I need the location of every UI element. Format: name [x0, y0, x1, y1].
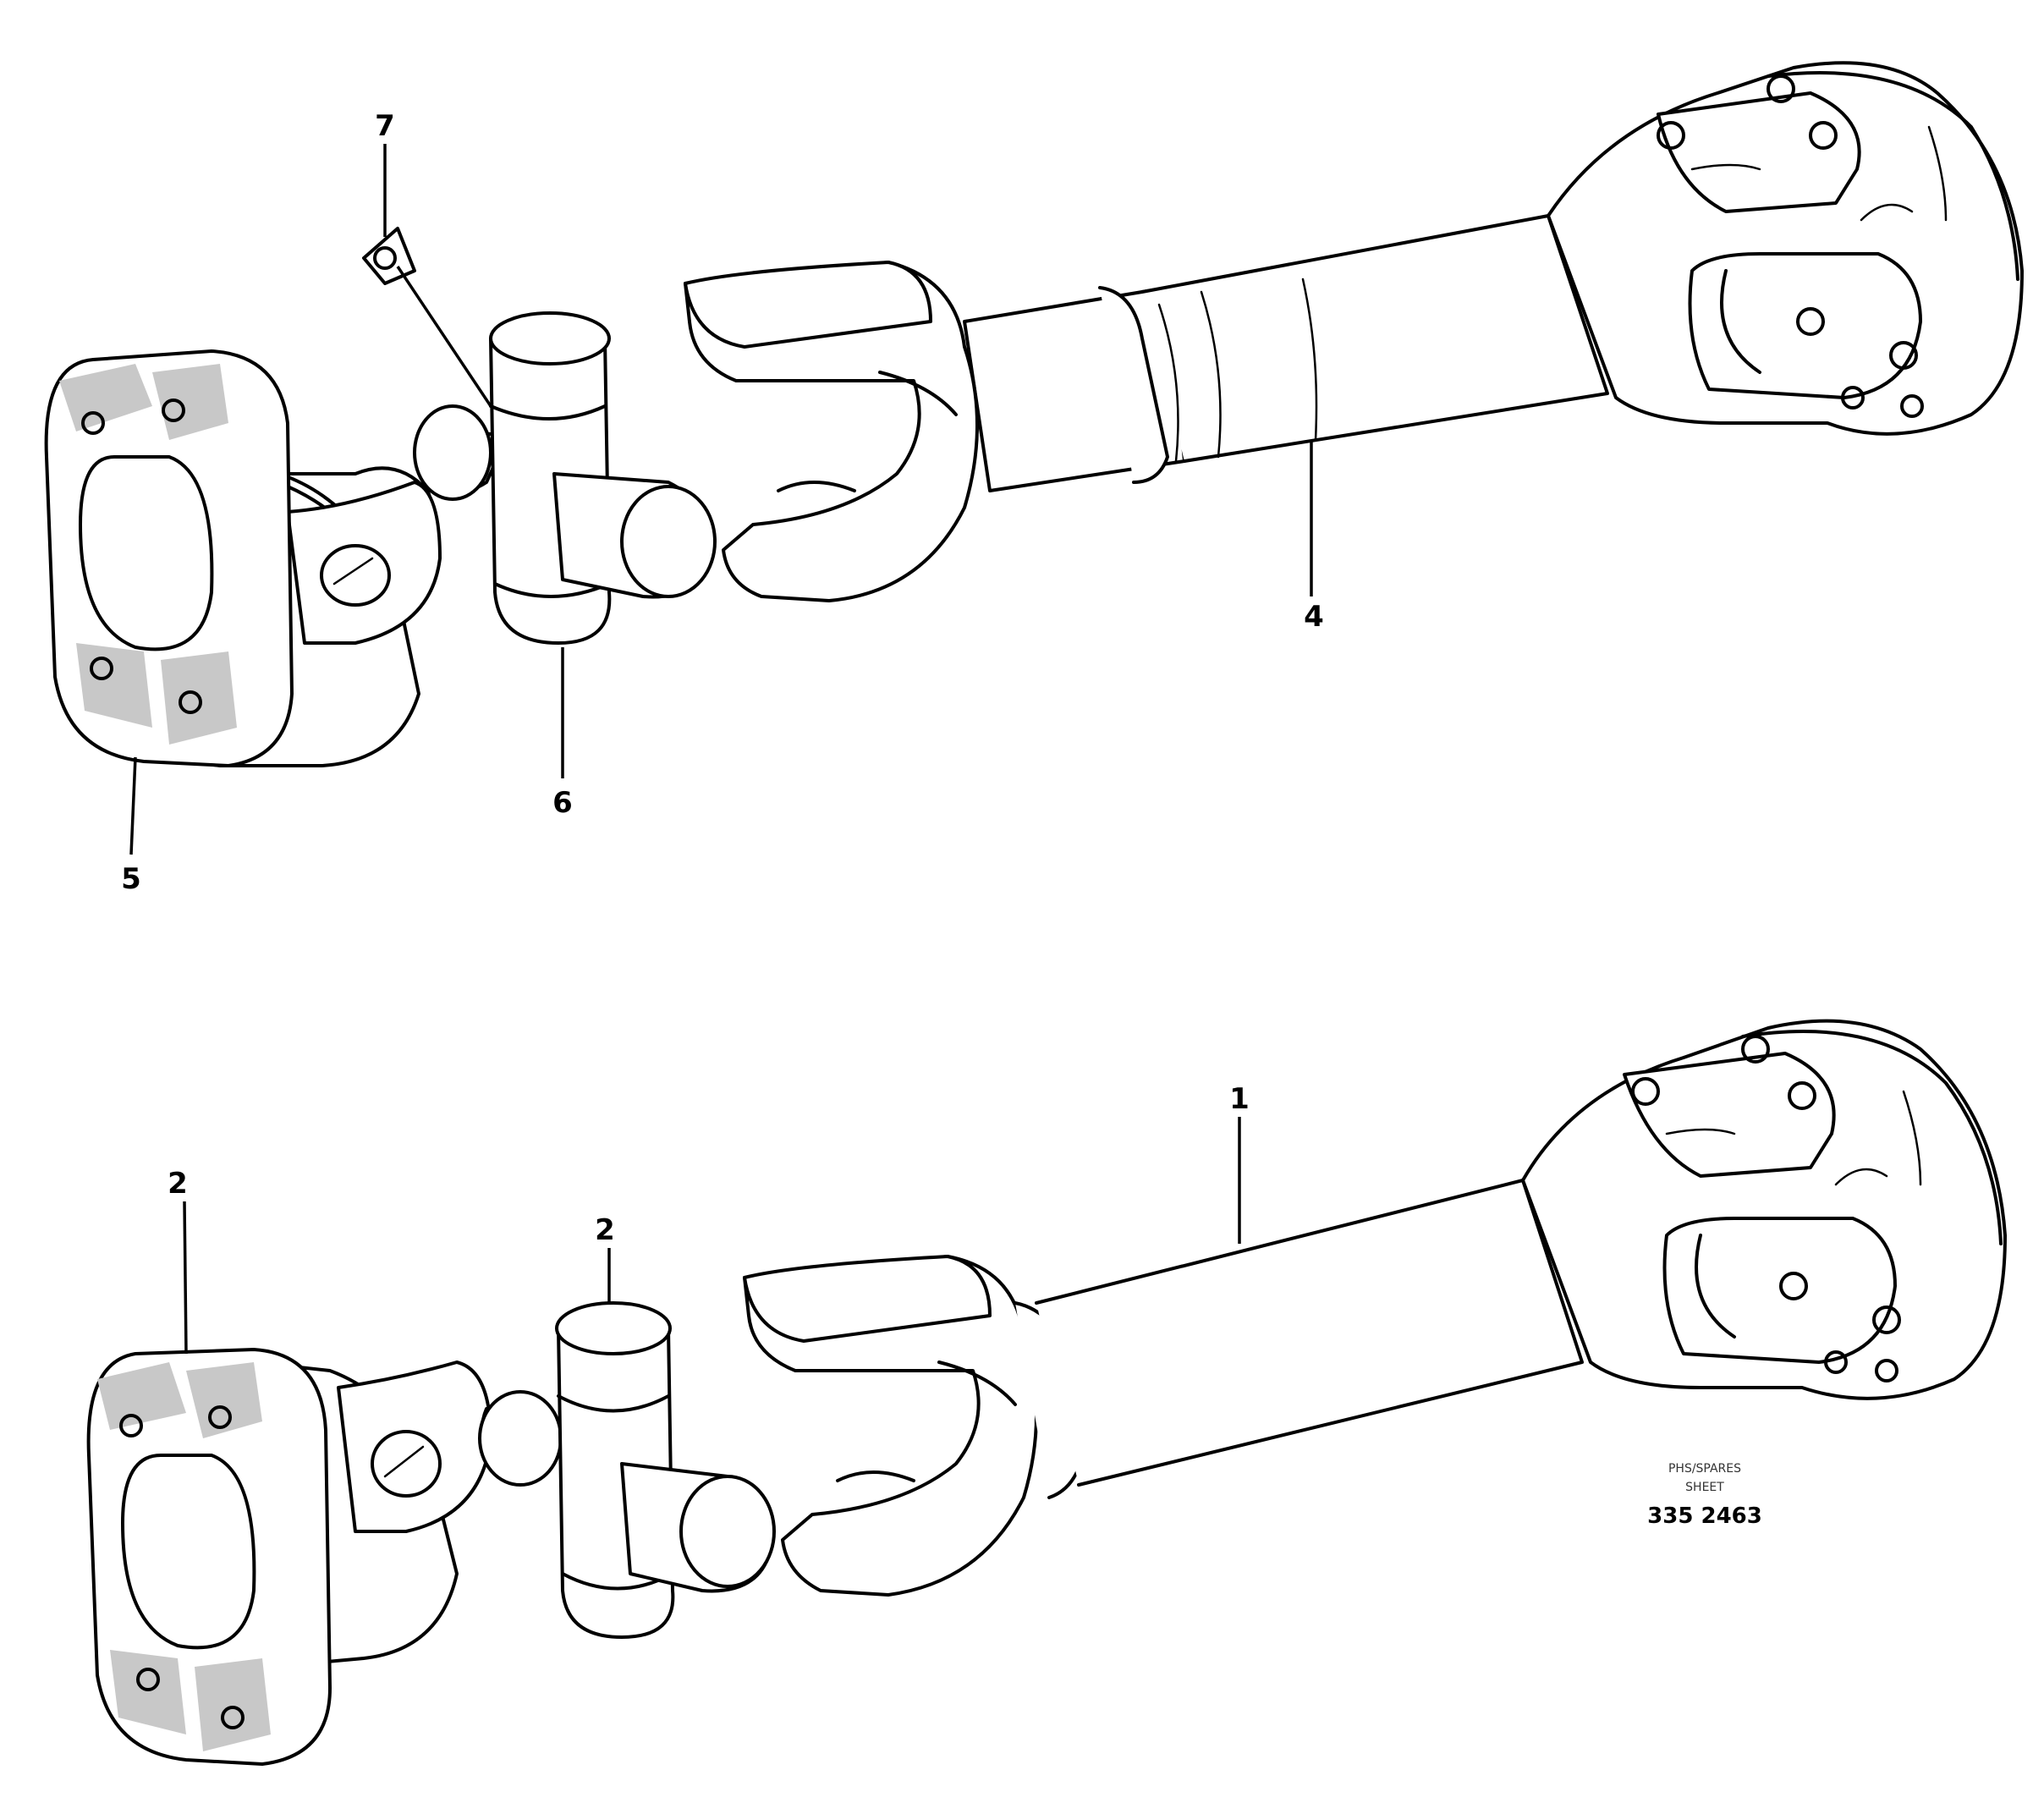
upper-grease-nipple	[362, 227, 416, 285]
callout-4: 4	[1304, 600, 1324, 634]
callout-labels: 7 4 6 5 1 2 2	[121, 109, 1324, 1247]
callout-5: 5	[121, 862, 141, 896]
callout-7: 7	[375, 109, 395, 143]
lower-shaft-tube	[1035, 1179, 1584, 1487]
reference-line-2: SHEET	[1685, 1481, 1724, 1494]
leader-lines	[129, 144, 1313, 1355]
lower-end-flange-yoke	[1521, 1019, 2007, 1400]
reference-line-1: PHS/SPARES	[1668, 1462, 1741, 1476]
lower-universal-joint-cross	[478, 1301, 776, 1639]
reference-code: 335 2463	[1647, 1503, 1762, 1529]
upper-companion-flange	[44, 349, 442, 767]
lower-shaft-assembly	[86, 1019, 2007, 1766]
callout-2-cross: 2	[595, 1213, 615, 1247]
lower-slip-yoke	[743, 1255, 1085, 1597]
drawing-reference: PHS/SPARES SHEET 335 2463	[1647, 1462, 1762, 1529]
upper-universal-joint-cross	[413, 311, 717, 645]
lower-companion-flange	[86, 1348, 492, 1766]
upper-shaft-tube	[963, 214, 1609, 492]
callout-2-flange: 2	[168, 1167, 188, 1201]
callout-6: 6	[552, 786, 573, 820]
upper-slip-yoke	[684, 261, 979, 602]
upper-end-flange-yoke	[1547, 61, 2024, 436]
callout-1: 1	[1229, 1082, 1250, 1116]
upper-shaft-assembly	[44, 61, 2024, 767]
